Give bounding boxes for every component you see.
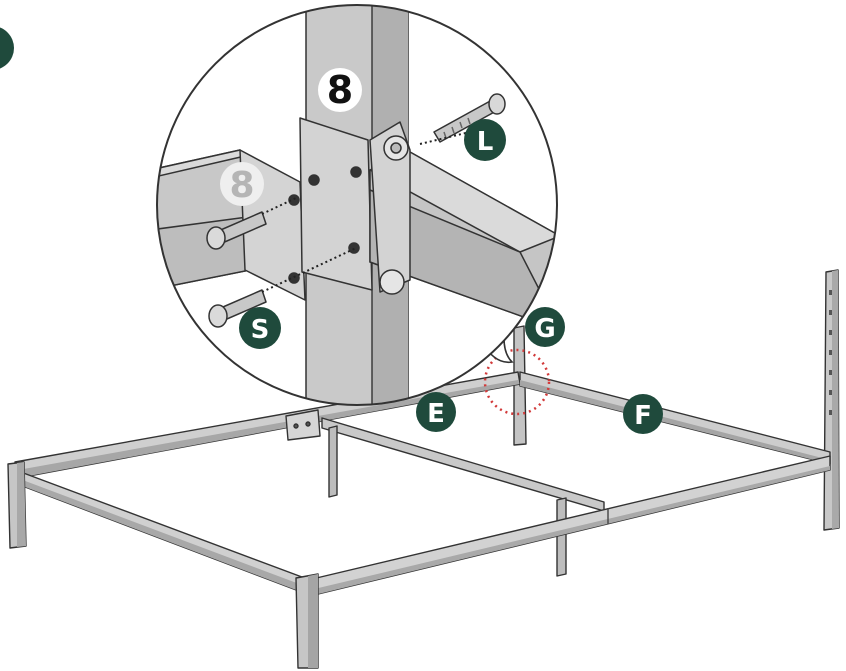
post-number-tag: 8 [327, 68, 353, 112]
bolt-s-upper [206, 211, 267, 250]
step-badge [0, 27, 14, 69]
label-l: L [464, 119, 506, 161]
svg-text:E: E [427, 399, 445, 429]
bolt-s-lower [208, 289, 267, 328]
center-rail [321, 417, 605, 512]
svg-text:G: G [534, 314, 555, 344]
label-e: E [416, 392, 456, 432]
svg-text:S: S [251, 315, 270, 345]
zoom-detail: 8 8 [157, 5, 557, 405]
callout-ring [483, 348, 551, 416]
center-leg-back [328, 425, 338, 498]
center-connector [285, 409, 321, 441]
center-leg-front [556, 497, 567, 577]
svg-text:F: F [634, 401, 652, 431]
label-f: F [623, 394, 663, 434]
bracket-number-tag: 8 [229, 165, 254, 206]
label-s: S [239, 307, 281, 349]
label-g: G [525, 307, 565, 347]
post-plate [299, 117, 373, 291]
zoom-detail-outline [156, 4, 558, 406]
headboard-post-holes [829, 290, 832, 415]
svg-text:L: L [477, 127, 494, 157]
bolt-l [433, 93, 506, 143]
